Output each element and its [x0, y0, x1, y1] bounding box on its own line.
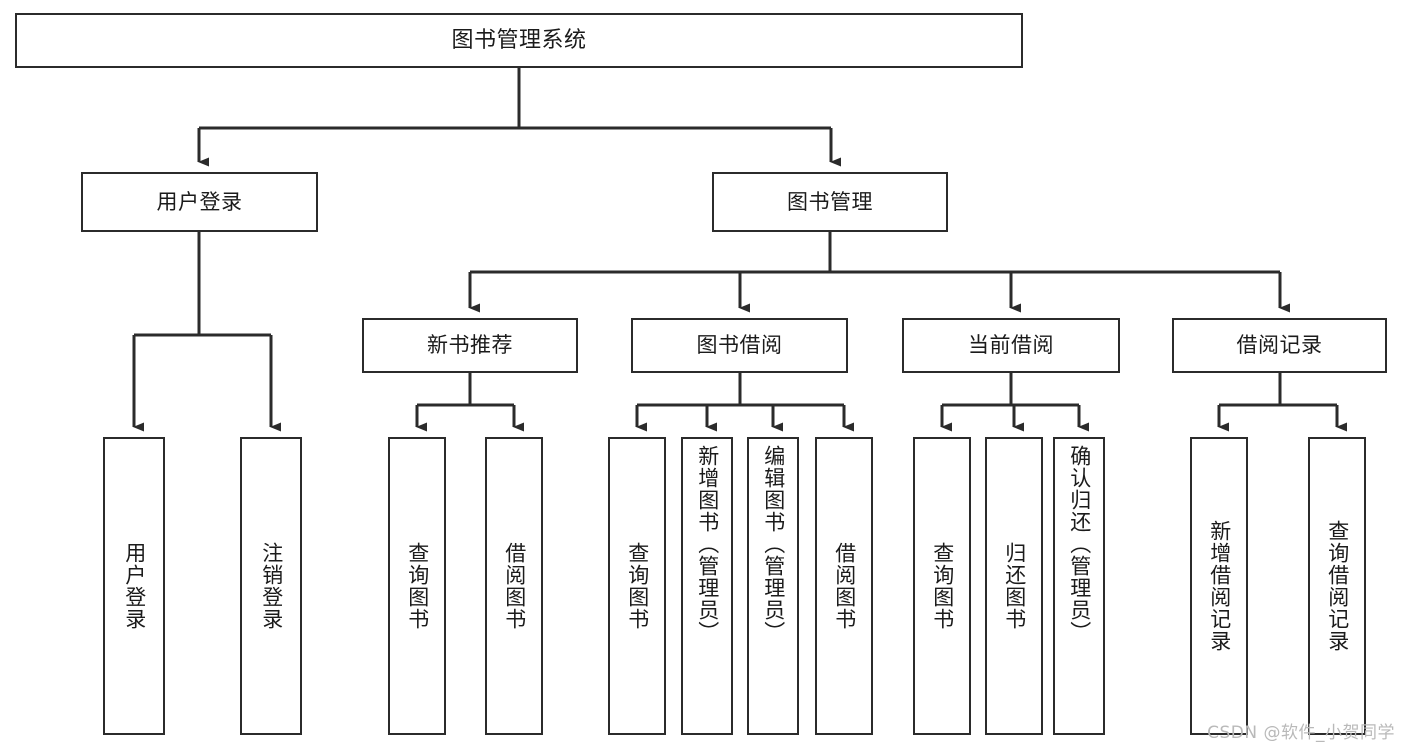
node-leaf-user-login[interactable]: 用户登录: [103, 437, 165, 735]
node-label: 查询图书: [405, 542, 430, 630]
node-new-book-recommend[interactable]: 新书推荐: [362, 318, 578, 373]
node-label: 查询借阅记录: [1325, 520, 1350, 652]
node-label: 图书借阅: [696, 333, 783, 358]
node-label: 借阅图书: [832, 542, 857, 630]
connectors-bookborrow-to-leaves: [635, 373, 854, 432]
node-label: 借阅记录: [1236, 333, 1323, 358]
node-leaf-query-book-borrow[interactable]: 查询图书: [608, 437, 666, 735]
connectors-root-to-level2: [197, 68, 841, 167]
connectors-newbook-to-leaves: [415, 373, 524, 432]
connectors-borrowrecord-to-leaves: [1217, 373, 1347, 432]
node-label: 图书管理: [787, 189, 873, 214]
node-leaf-query-borrow-record[interactable]: 查询借阅记录: [1308, 437, 1366, 735]
node-current-borrow[interactable]: 当前借阅: [902, 318, 1120, 373]
node-borrow-record[interactable]: 借阅记录: [1172, 318, 1387, 373]
connectors-currentborrow-to-leaves: [940, 373, 1089, 432]
node-label: 编辑图书（管理员）: [761, 445, 786, 643]
connectors-bookmanage-to-level3: [468, 232, 1290, 313]
node-label: 借阅图书: [502, 542, 527, 630]
node-label: 新书推荐: [427, 333, 513, 358]
node-leaf-user-logout[interactable]: 注销登录: [240, 437, 302, 735]
connectors-userlogin-to-leaves: [132, 232, 281, 432]
node-label: 图书管理系统: [451, 27, 587, 53]
node-leaf-confirm-return-admin[interactable]: 确认归还（管理员）: [1053, 437, 1105, 735]
node-label: 用户登录: [122, 542, 147, 630]
node-leaf-borrow-book[interactable]: 借阅图书: [815, 437, 873, 735]
node-label: 新增图书（管理员）: [695, 445, 720, 643]
node-user-login[interactable]: 用户登录: [81, 172, 318, 232]
node-leaf-query-book-current[interactable]: 查询图书: [913, 437, 971, 735]
node-label: 用户登录: [156, 189, 243, 214]
node-label: 查询图书: [625, 542, 650, 630]
node-label: 新增借阅记录: [1207, 520, 1232, 652]
node-leaf-return-book[interactable]: 归还图书: [985, 437, 1043, 735]
node-book-borrow[interactable]: 图书借阅: [631, 318, 848, 373]
node-leaf-add-borrow-record[interactable]: 新增借阅记录: [1190, 437, 1248, 735]
node-leaf-edit-book-admin[interactable]: 编辑图书（管理员）: [747, 437, 799, 735]
node-leaf-borrow-book-recommend[interactable]: 借阅图书: [485, 437, 543, 735]
node-label: 确认归还（管理员）: [1067, 445, 1092, 643]
node-label: 查询图书: [930, 542, 955, 630]
node-leaf-query-book-recommend[interactable]: 查询图书: [388, 437, 446, 735]
csdn-watermark: CSDN @软件_小贺同学: [1207, 723, 1395, 743]
node-label: 归还图书: [1002, 542, 1027, 630]
node-book-manage[interactable]: 图书管理: [712, 172, 948, 232]
node-label: 注销登录: [259, 542, 284, 630]
node-leaf-add-book-admin[interactable]: 新增图书（管理员）: [681, 437, 733, 735]
node-label: 当前借阅: [968, 333, 1054, 358]
node-root-system[interactable]: 图书管理系统: [15, 13, 1023, 68]
